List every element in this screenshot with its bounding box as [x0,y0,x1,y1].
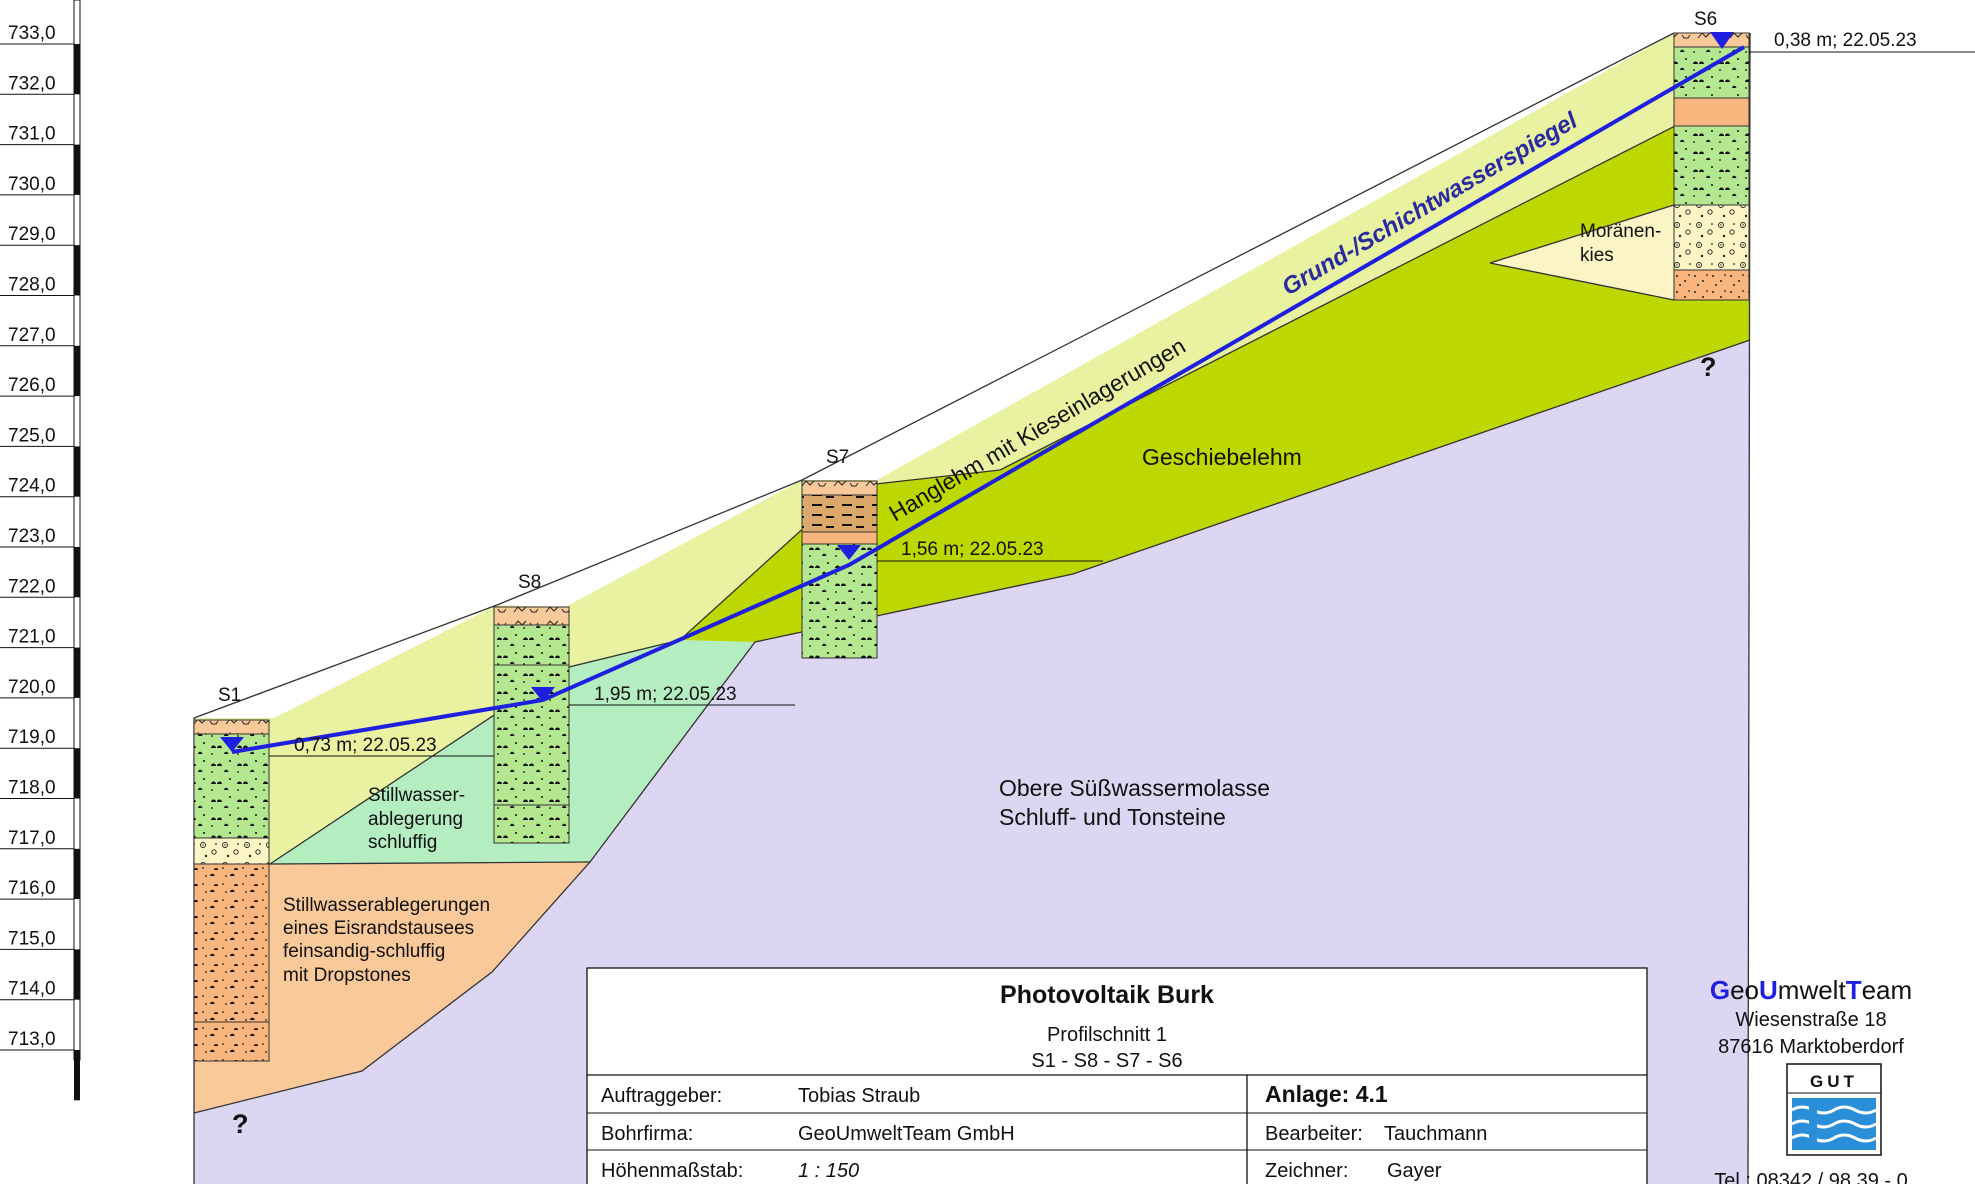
water-level-s1: 0,73 m; 22.05.23 [294,735,437,756]
borehole-s8-column [493,606,570,844]
axis-tick-label: 733,0 [8,23,56,44]
borehole-s7-column [801,480,878,659]
axis-scale-segment [74,647,80,698]
borehole-labels: S1 S8 S7 S6 [218,9,1717,706]
axis-tick-label: 713,0 [8,1029,56,1050]
title-block: Photovoltaik Burk Profilschnitt 1 S1 - S… [586,967,1648,1184]
client-label: Auftraggeber: [601,1085,722,1107]
water-table [220,32,1746,754]
water-level-leaders [269,51,1975,757]
axis-scale-segment [74,949,80,1000]
axis-tick-label: 729,0 [8,224,56,245]
company-badge-text: GUT [1810,1072,1858,1091]
water-table-line [231,45,1746,754]
drawer-value: Gayer [1387,1160,1442,1182]
axis-tick-label: 724,0 [8,476,56,497]
company-logo-badge: GUT [1786,1063,1882,1156]
client-value: Tobias Straub [798,1085,920,1107]
borehole-label-s8: S8 [518,572,541,593]
axis-scale-segment [74,848,80,900]
axis-tick-label: 719,0 [8,727,56,748]
label-eisrand-line3: feinsandig-schluffig [283,941,445,962]
company-logo-text: GeoUmweltTeam [1710,975,1912,1005]
axis-tick-label: 725,0 [8,425,56,446]
axis-scale-segment [74,44,80,95]
scale-value: 1 : 150 [798,1160,859,1182]
axis-tick-label: 726,0 [8,375,56,396]
borehole-label-s6: S6 [1694,9,1717,30]
drill-company-label: Bohrfirma: [601,1123,693,1145]
axis-scale-segment [74,1050,80,1101]
axis-tick-label: 732,0 [8,73,56,94]
water-level-marker-s8 [531,687,555,702]
drill-company-value: GeoUmweltTeam GmbH [798,1123,1015,1145]
unknown-depth-s1: ? [232,1109,249,1139]
anlage-number: Anlage: 4.1 [1265,1081,1388,1107]
water-level-s8: 1,95 m; 22.05.23 [594,684,737,705]
water-level-marker-s1 [220,737,244,752]
water-level-labels: 0,73 m; 22.05.23 1,95 m; 22.05.23 1,56 m… [294,30,1917,756]
layer-hanglehm [194,605,565,864]
borehole-s1-column [193,719,270,1062]
axis-scale-segment [74,345,80,397]
axis-scale-segment [74,547,80,598]
axis-tick-label: 727,0 [8,325,56,346]
company-block: GeoUmweltTeam Wiesenstraße 18 87616 Mark… [1710,975,1912,1184]
scale-label: Höhenmaßstab: [601,1160,743,1182]
axis-tick-label: 721,0 [8,627,56,648]
label-stillwasser-line3: schluffig [368,832,437,853]
water-level-marker-s7 [837,545,861,560]
borehole-label-s7: S7 [826,447,849,468]
axis-tick-label: 715,0 [8,928,56,949]
profile-subtitle: Profilschnitt 1 [1047,1024,1167,1046]
borehole-label-s1: S1 [218,685,241,706]
label-moraenen-line1: Moränen- [1580,221,1661,242]
axis-tick-label: 730,0 [8,174,56,195]
borehole-s6-column [1673,32,1750,301]
label-eisrand-line1: Stillwasserablegerungen [283,895,490,916]
label-stillwasser-line1: Stillwasser- [368,785,465,806]
label-geschiebelehm: Geschiebelehm [1142,444,1302,470]
label-eisrand-line4: mit Dropstones [283,965,411,986]
editor-value: Tauchmann [1384,1123,1487,1145]
axis-tick-label: 720,0 [8,677,56,698]
label-molasse-line1: Obere Süßwassermolasse [999,775,1270,801]
layer-moraenenkies [1490,205,1730,300]
label-molasse-line2: Schluff- und Tonsteine [999,804,1226,830]
label-moraenen-line2: kies [1580,245,1614,266]
axis-tick-label: 717,0 [8,828,56,849]
company-street: Wiesenstraße 18 [1735,1009,1886,1031]
label-stillwasser-line2: ablegerung [368,809,463,830]
layer-eisrand [194,862,590,1113]
axis-tick-label: 714,0 [8,979,56,1000]
axis-tick-label: 728,0 [8,275,56,296]
axis-scale-segment [74,446,80,497]
company-phone: Tel.: 08342 / 98 39 - 0 [1714,1170,1907,1184]
water-level-s6: 0,38 m; 22.05.23 [1774,30,1917,51]
company-city: 87616 Marktoberdorf [1718,1036,1904,1058]
axis-tick-label: 718,0 [8,778,56,799]
drawer-label: Zeichner: [1265,1160,1348,1182]
editor-label: Bearbeiter: [1265,1123,1363,1145]
layer-hanglehm-upper [565,33,1750,668]
label-eisrand-line2: eines Eisrandstausees [283,918,474,939]
axis-tick-label: 716,0 [8,878,56,899]
axis-scale-segment [74,144,80,195]
axis-tick-label: 723,0 [8,526,56,547]
axis-scale-segment [74,748,80,799]
water-level-marker-s6 [1710,32,1734,49]
unknown-depth-s6: ? [1700,352,1717,382]
axis-scale-segment [74,245,80,296]
project-title: Photovoltaik Burk [1000,981,1214,1009]
profile-route: S1 - S8 - S7 - S6 [1031,1050,1182,1072]
water-level-s7: 1,56 m; 22.05.23 [901,539,1044,560]
axis-tick-label: 722,0 [8,576,56,597]
elevation-axis: 733,0 732,0 731,0 730,0 729,0 728,0 727,0 726,0… [0,0,81,1101]
axis-tick-label: 731,0 [8,124,56,145]
